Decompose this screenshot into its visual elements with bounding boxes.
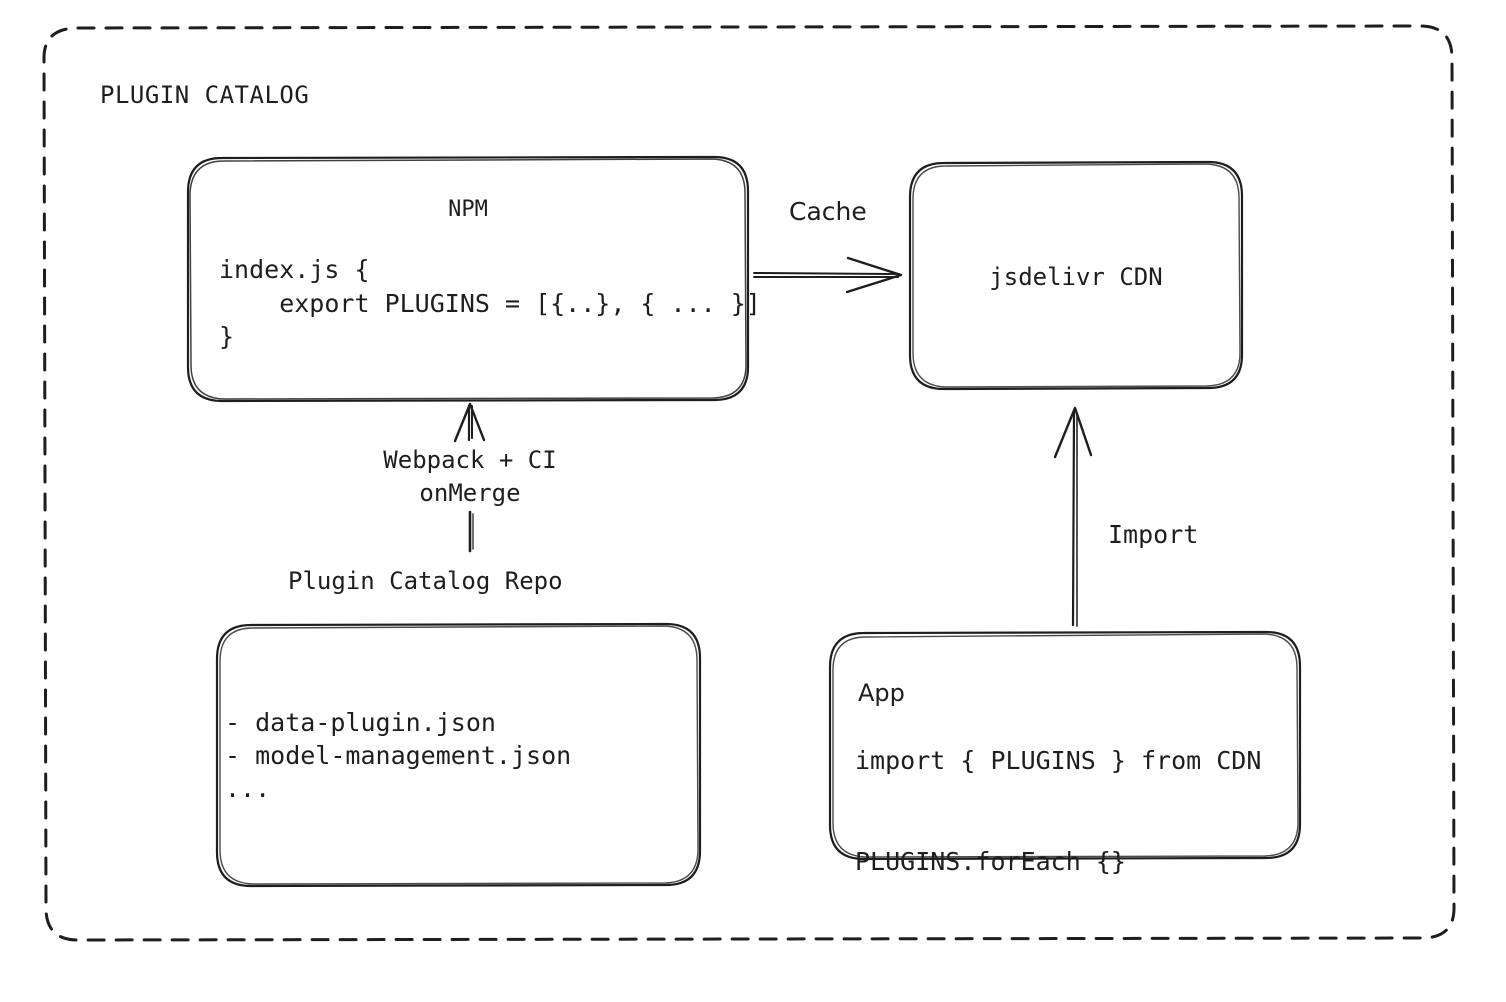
- page-title: PLUGIN CATALOG: [100, 81, 310, 109]
- npm-node-code: index.js { export PLUGINS = [{..}, { ...…: [219, 255, 761, 351]
- edge-label-import: Import: [1108, 520, 1199, 549]
- arrow-npm-to-cdn: [753, 256, 903, 294]
- arrow-app-to-cdn: [1053, 406, 1093, 627]
- repo-node-caption: Plugin Catalog Repo: [288, 567, 563, 595]
- edge-label-cache: Cache: [789, 197, 867, 226]
- app-node-title: App: [858, 679, 905, 707]
- repo-node-file-list: - data-plugin.json - model-management.js…: [225, 708, 572, 803]
- npm-node-title: NPM: [448, 197, 488, 222]
- edge-label-webpack-ci: Webpack + CI onMerge: [383, 446, 557, 508]
- cdn-node-title: jsdelivr CDN: [989, 263, 1163, 291]
- app-node-code: import { PLUGINS } from CDN PLUGINS.forE…: [855, 746, 1262, 876]
